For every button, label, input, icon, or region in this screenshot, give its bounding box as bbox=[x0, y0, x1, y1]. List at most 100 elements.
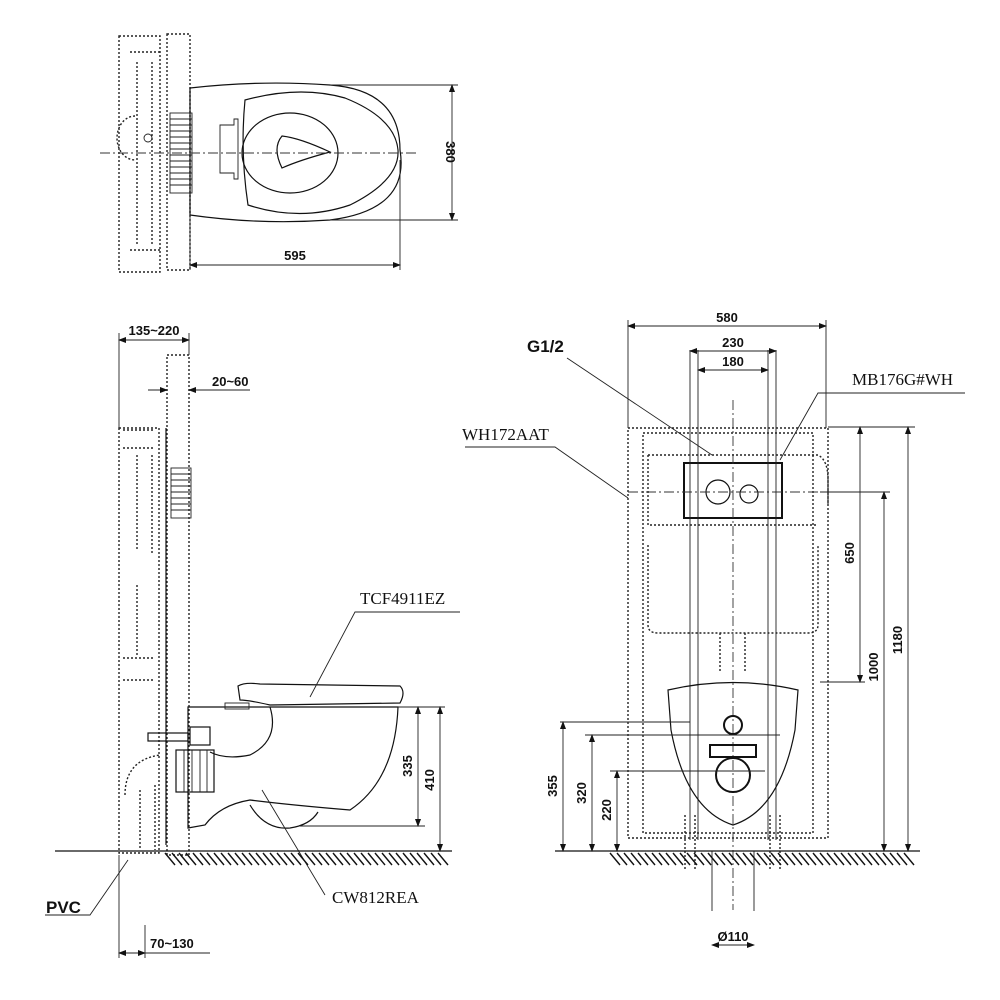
hatch-stroke bbox=[882, 852, 894, 866]
hatch-stroke bbox=[721, 852, 733, 866]
side-frame-detail bbox=[123, 429, 153, 681]
hatch-stroke bbox=[644, 852, 656, 866]
dim-fix1: 355 bbox=[545, 775, 560, 797]
leader-inlet bbox=[566, 357, 713, 456]
seat-side bbox=[237, 682, 404, 706]
hatch-stroke bbox=[609, 852, 621, 866]
dim-bolt-inner: 180 bbox=[722, 354, 744, 369]
hatch-stroke bbox=[826, 852, 838, 866]
hatch-stroke bbox=[812, 852, 824, 866]
hatch-stroke bbox=[360, 852, 372, 866]
inlet-fitting bbox=[723, 715, 743, 735]
drain-fitting bbox=[715, 757, 751, 793]
hatch-stroke bbox=[861, 852, 873, 866]
dim-wall-finish: 20~60 bbox=[212, 374, 249, 389]
dim-frame-width: 580 bbox=[716, 310, 738, 325]
hatch-stroke bbox=[784, 852, 796, 866]
hatch-stroke bbox=[367, 852, 379, 866]
callout-frame: WH172AAT bbox=[462, 425, 549, 444]
hatch-stroke bbox=[798, 852, 810, 866]
front-frame bbox=[627, 427, 829, 839]
dim-width: 380 bbox=[443, 141, 458, 163]
hatch-stroke bbox=[714, 852, 726, 866]
side-frame bbox=[118, 427, 160, 854]
frame-detail bbox=[130, 51, 160, 251]
hatch-stroke bbox=[220, 852, 232, 866]
seat-outline-top bbox=[242, 91, 399, 215]
dim-frame-height: 1180 bbox=[890, 626, 905, 654]
hatch-stroke bbox=[847, 852, 859, 866]
drain-pipe bbox=[711, 851, 755, 911]
hatch-stroke bbox=[777, 852, 789, 866]
hatch-stroke bbox=[199, 852, 211, 866]
hatch-stroke bbox=[693, 852, 705, 866]
hatch-stroke bbox=[423, 852, 435, 866]
pvc-bend bbox=[124, 754, 161, 796]
drain-connector bbox=[175, 749, 215, 793]
legs bbox=[684, 815, 781, 870]
floor-hatch-side bbox=[164, 852, 449, 866]
hatch-stroke bbox=[234, 852, 246, 866]
hatch-stroke bbox=[185, 852, 197, 866]
hatch-stroke bbox=[171, 852, 183, 866]
flush-button-small bbox=[739, 484, 759, 504]
hatch-stroke bbox=[623, 852, 635, 866]
side-wall-finish bbox=[166, 354, 190, 856]
dim-drain-diameter: Ø110 bbox=[717, 929, 748, 944]
bowl-trap bbox=[209, 706, 274, 758]
hatch-stroke bbox=[241, 852, 253, 866]
hatch-stroke bbox=[658, 852, 670, 866]
bowl-base bbox=[249, 804, 319, 829]
dim-drain-height: 220 bbox=[599, 799, 614, 821]
hatch-stroke bbox=[283, 852, 295, 866]
inlet-connector bbox=[147, 732, 189, 742]
hatch-stroke bbox=[742, 852, 754, 866]
hatch-stroke bbox=[833, 852, 845, 866]
dim-rim-inner: 335 bbox=[400, 755, 415, 777]
leader-pvc bbox=[45, 859, 129, 916]
bowl-front bbox=[667, 681, 799, 826]
hatch-stroke bbox=[868, 852, 880, 866]
hatch-stroke bbox=[255, 852, 267, 866]
hatch-stroke bbox=[840, 852, 852, 866]
leader-plate bbox=[779, 392, 965, 461]
dim-button: 1000 bbox=[866, 653, 881, 682]
hatch-stroke bbox=[325, 852, 337, 866]
frame-hole bbox=[143, 133, 153, 143]
hatch-stroke bbox=[297, 852, 309, 866]
hatch-stroke bbox=[665, 852, 677, 866]
hatch-stroke bbox=[276, 852, 288, 866]
hatch-stroke bbox=[889, 852, 901, 866]
hatch-stroke bbox=[381, 852, 393, 866]
hatch-stroke bbox=[805, 852, 817, 866]
hatch-stroke bbox=[616, 852, 628, 866]
hatch-stroke bbox=[416, 852, 428, 866]
hatch-stroke bbox=[707, 852, 719, 866]
hatch-stroke bbox=[206, 852, 218, 866]
dim-fix2: 320 bbox=[574, 782, 589, 804]
floor-hatch-front bbox=[609, 852, 915, 866]
hatch-stroke bbox=[896, 852, 908, 866]
hatch-stroke bbox=[346, 852, 358, 866]
hatch-stroke bbox=[192, 852, 204, 866]
callout-pvc: PVC bbox=[46, 898, 81, 917]
side-view: TCF4911EZ CW812REA PVC 135~220 20~60 335… bbox=[45, 323, 460, 958]
hatch-stroke bbox=[637, 852, 649, 866]
hatch-stroke bbox=[763, 852, 775, 866]
leader-frame bbox=[465, 446, 629, 499]
dim-bolt-outer: 230 bbox=[722, 335, 744, 350]
dim-rim: 410 bbox=[422, 769, 437, 791]
frame-outline bbox=[118, 35, 161, 273]
hatch-stroke bbox=[402, 852, 414, 866]
pvc-pipe bbox=[139, 785, 156, 850]
hatch-stroke bbox=[875, 852, 887, 866]
hatch-stroke bbox=[651, 852, 663, 866]
hatch-stroke bbox=[749, 852, 761, 866]
hatch-stroke bbox=[269, 852, 281, 866]
hatch-stroke bbox=[304, 852, 316, 866]
hatch-stroke bbox=[437, 852, 449, 866]
hatch-stroke bbox=[700, 852, 712, 866]
hatch-stroke bbox=[339, 852, 351, 866]
bowl-side bbox=[187, 706, 399, 829]
